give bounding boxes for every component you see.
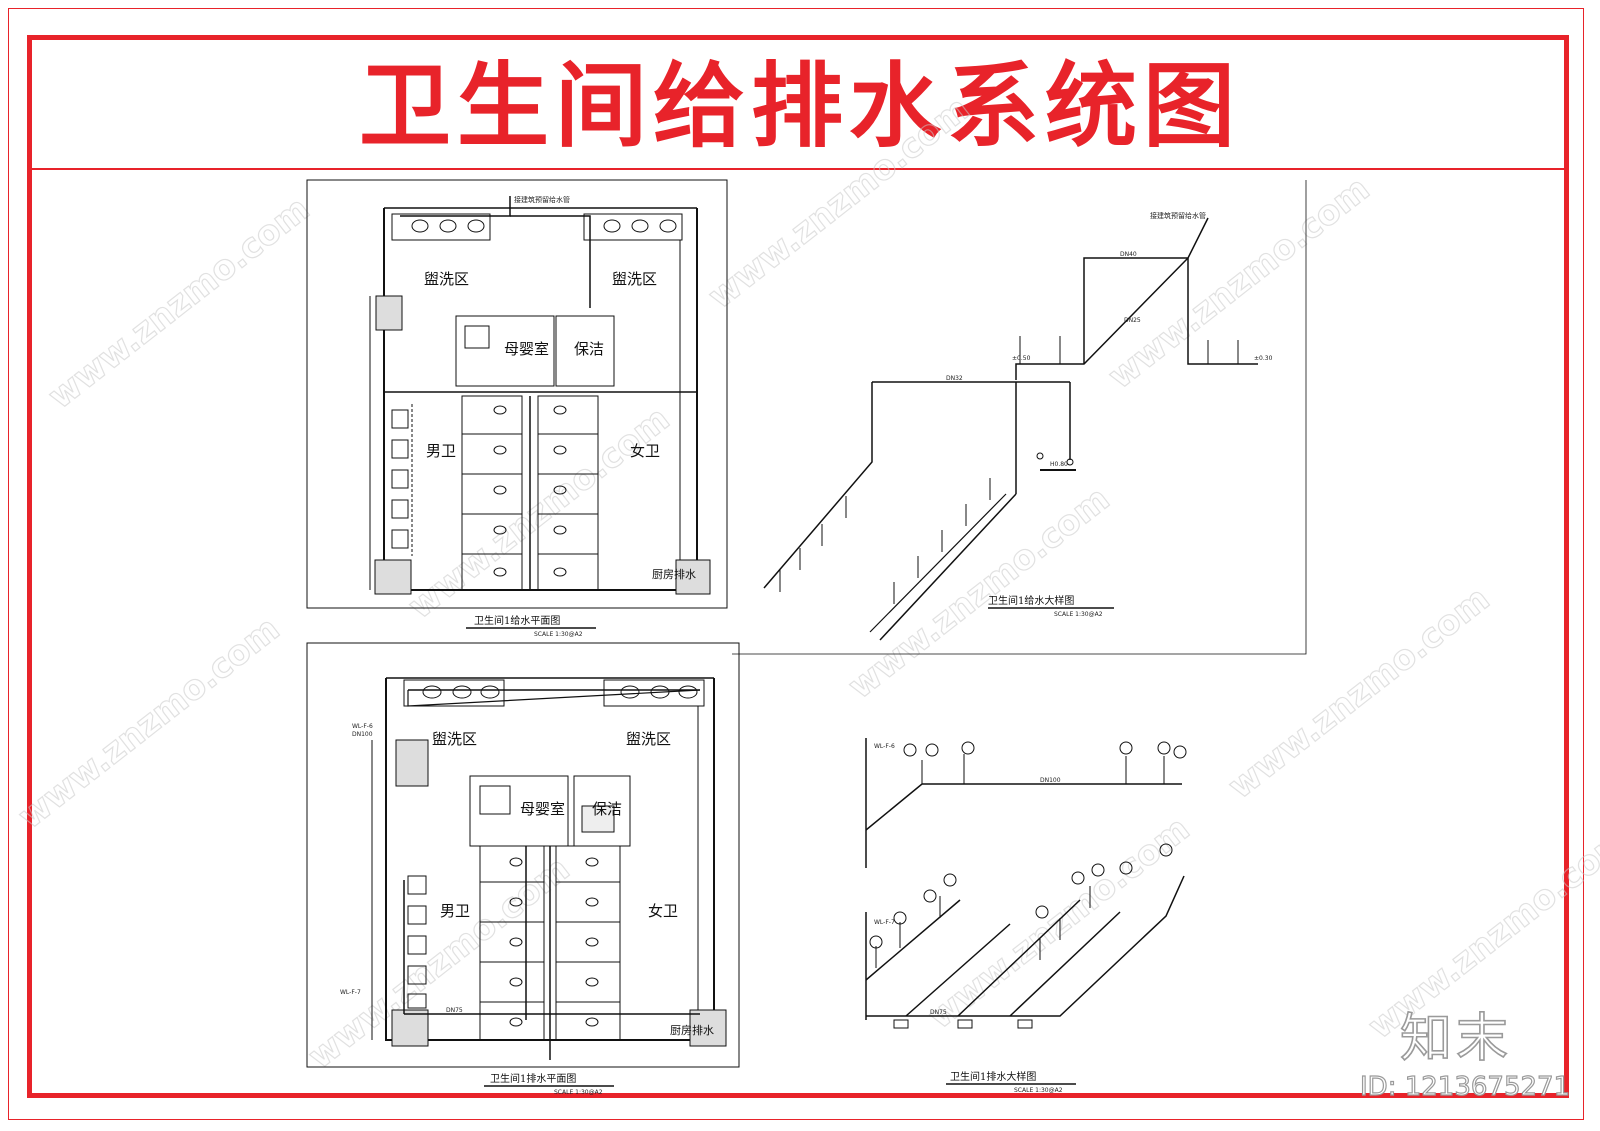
watermark-3: www.znzmo.com <box>841 479 1117 707</box>
plan-drain-room-wash-left: 盥洗区 <box>432 730 477 748</box>
plan-drain-room-clean: 保洁 <box>592 800 622 818</box>
plan-drain-riser-1: WL-F-6 <box>352 723 373 730</box>
iso-drain-caption: 卫生间1排水大样图 <box>950 1070 1036 1083</box>
outer-frame <box>8 8 1584 1120</box>
watermark-9: www.znzmo.com <box>301 849 577 1077</box>
watermark-7: www.znzmo.com <box>1221 579 1497 807</box>
plan-drain-room-mother: 母婴室 <box>520 800 565 818</box>
watermark-5: www.znzmo.com <box>701 89 977 317</box>
plan-supply-caption: 卫生间1给水平面图 <box>474 614 560 627</box>
watermark-group: www.znzmo.com www.znzmo.com www.znzmo.co… <box>10 88 1600 1077</box>
plan-supply-room-clean: 保洁 <box>574 340 604 358</box>
iso-drain-labels: WL-F-6 DN100 WL-F-7 DN75 卫生间1排水大样图 SCALE… <box>874 743 1076 1094</box>
plan-supply-note: 接建筑预留给水管 <box>514 195 570 204</box>
watermark-8: www.znzmo.com <box>921 809 1197 1037</box>
plan-drain-dn-b: DN75 <box>446 1007 463 1014</box>
iso-supply-caption: 卫生间1给水大样图 <box>988 594 1074 607</box>
plan-supply-room-wash-left: 盥洗区 <box>424 270 469 288</box>
title-divider <box>32 168 1564 170</box>
watermark-2: www.znzmo.com <box>401 399 677 627</box>
iso-supply-note: 接建筑预留给水管 <box>1150 211 1206 220</box>
plan-drain <box>306 642 740 1068</box>
plan-supply-room-mother: 母婴室 <box>504 340 549 358</box>
plan-drain-riser-2: WL-F-7 <box>340 989 361 996</box>
sheet-title: 卫生间给排水系统图 <box>358 53 1241 160</box>
plan-drain-labels: WL-F-6 DN100 WL-F-7 DN75 盥洗区 盥洗区 母婴室 保洁 … <box>340 723 714 1096</box>
plan-supply-scale: SCALE 1:30@A2 <box>534 631 583 638</box>
plan-drain-room-wash-right: 盥洗区 <box>626 730 671 748</box>
iso-drain-riser-1: WL-F-6 <box>874 743 895 750</box>
id-tag: ID: 1213675271 <box>1359 1071 1571 1102</box>
brand-watermark: 知末 <box>1399 1008 1513 1070</box>
iso-supply-lvl-low: H0.80 <box>1050 461 1068 468</box>
watermark-4: www.znzmo.com <box>1101 169 1377 397</box>
iso-supply-labels: 接建筑预留给水管 DN40 DN32 DN25 ±0.50 ±0.30 H0.8… <box>946 211 1273 618</box>
plan-drain-room-kitchen: 厨房排水 <box>670 1023 714 1037</box>
plan-drain-scale: SCALE 1:30@A2 <box>554 1089 603 1096</box>
plan-supply-room-kitchen: 厨房排水 <box>652 567 696 581</box>
plan-supply-labels: 接建筑预留给水管 盥洗区 盥洗区 母婴室 保洁 男卫 女卫 厨房排水 卫生间1给… <box>424 195 696 638</box>
plan-drain-caption: 卫生间1排水平面图 <box>490 1072 576 1085</box>
plan-supply <box>306 179 728 609</box>
iso-supply <box>732 180 1307 655</box>
inner-frame <box>27 35 1569 1098</box>
plan-supply-room-women: 女卫 <box>630 442 660 460</box>
plan-supply-room-men: 男卫 <box>426 442 456 460</box>
iso-supply-dn-main: DN40 <box>1120 251 1137 258</box>
plan-drain-border <box>306 642 740 1068</box>
plan-supply-border <box>306 179 728 609</box>
iso-drain-riser-2: WL-F-7 <box>874 919 895 926</box>
iso-supply-dn-a: DN32 <box>946 375 963 382</box>
plan-drain-dn-a: DN100 <box>352 731 373 738</box>
iso-drain <box>865 738 1187 1029</box>
plan-drain-room-men: 男卫 <box>440 902 470 920</box>
iso-supply-dn-b: DN25 <box>1124 317 1141 324</box>
iso-supply-lvl-left: ±0.50 <box>1012 355 1031 362</box>
plan-drain-room-women: 女卫 <box>648 902 678 920</box>
watermark-1: www.znzmo.com <box>41 189 317 417</box>
plan-supply-room-wash-right: 盥洗区 <box>612 270 657 288</box>
iso-drain-dn-a: DN100 <box>1040 777 1061 784</box>
watermark-6: www.znzmo.com <box>11 609 287 837</box>
iso-supply-lvl-right: ±0.30 <box>1254 355 1273 362</box>
iso-drain-scale: SCALE 1:30@A2 <box>1014 1087 1063 1094</box>
iso-supply-scale: SCALE 1:30@A2 <box>1054 611 1103 618</box>
iso-drain-dn-b: DN75 <box>930 1009 947 1016</box>
